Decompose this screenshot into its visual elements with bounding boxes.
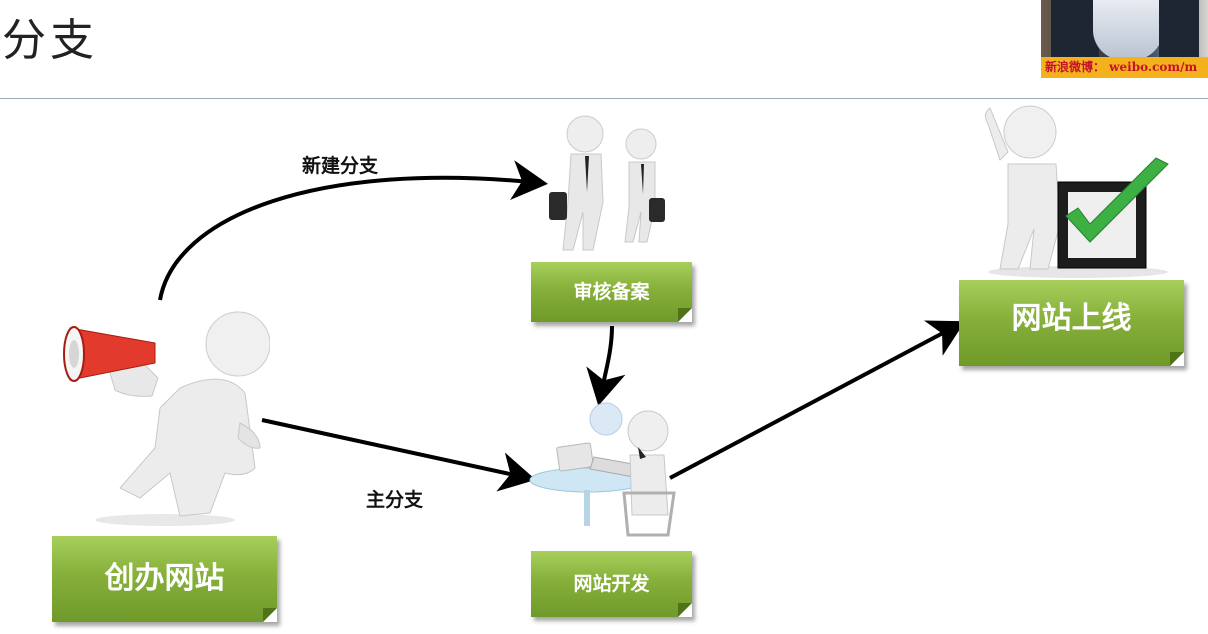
weibo-caption: 新浪微博： weibo.com/m [1041, 57, 1208, 78]
slide-title: 分支 [2, 15, 98, 66]
node-develop: 网站开发 [531, 551, 692, 617]
arrow-develop-to-launch [669, 320, 966, 480]
webcam-suit-right [1159, 0, 1199, 62]
businessmen-walking-icon [549, 115, 665, 251]
checkmark-person-icon [984, 105, 1169, 278]
title-divider [0, 98, 1208, 99]
arrow-main-branch [261, 418, 536, 492]
team-meeting-icon [529, 402, 676, 537]
arrow-new-branch [158, 160, 548, 301]
webcam-suit-left [1051, 0, 1099, 62]
megaphone-person-icon [63, 311, 270, 526]
webcam-shirt [1093, 0, 1163, 60]
label-new-branch: 新建分支 [302, 155, 379, 177]
arrow-review-to-develop [586, 325, 626, 406]
label-main-branch: 主分支 [366, 489, 424, 511]
node-start: 创办网站 [52, 536, 277, 622]
node-review: 审核备案 [531, 262, 692, 322]
node-launch: 网站上线 [959, 280, 1184, 366]
